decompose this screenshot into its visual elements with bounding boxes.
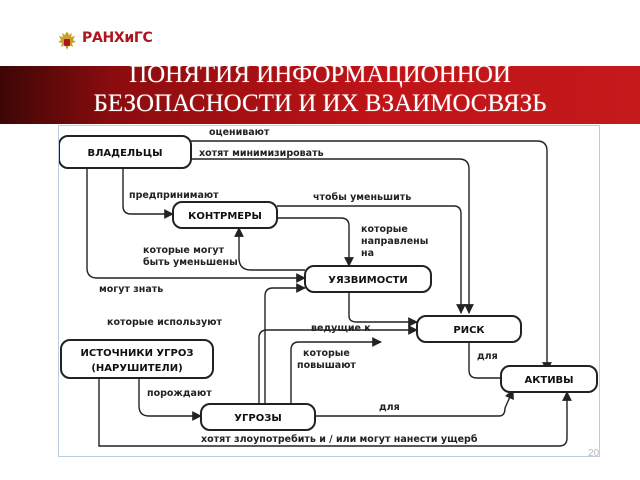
- node-assets-label: АКТИВЫ: [524, 375, 573, 386]
- page-title-line-1: ПОНЯТИЯ ИНФОРМАЦИОННОЙ: [129, 61, 511, 88]
- node-threat-sources: ИСТОЧНИКИ УГРОЗ (НАРУШИТЕЛИ): [60, 339, 214, 379]
- node-threats: УГРОЗЫ: [200, 403, 316, 431]
- label-minimize: хотят минимизировать: [199, 148, 324, 159]
- edge-threats-exploit-vulnerabilities: [264, 283, 306, 426]
- edge-vulnerabilities-risk: [348, 290, 418, 327]
- edge-risk-for-assets: [468, 341, 514, 383]
- logo-text: РАНХиГС: [82, 30, 153, 46]
- title-band: [0, 66, 640, 124]
- label-directed-3: на: [361, 248, 374, 259]
- label-for-risk: для: [477, 351, 498, 362]
- edge-owners-know-vulnerabilities: [86, 168, 306, 283]
- edge-lead-to-risk: [258, 325, 418, 416]
- edge-sources-abuse-assets: [98, 378, 572, 447]
- security-concepts-diagram: ВЛАДЕЛЬЦЫ КОНТРМЕРЫ УЯЗВИМОСТИ РИСК ИСТО…: [59, 127, 598, 447]
- label-directed-2: направлены: [361, 236, 428, 247]
- label-may-know: могут знать: [99, 284, 163, 295]
- edge-vulnerabilities-reduced-countermeasures: [234, 227, 305, 271]
- page-number: 20: [588, 448, 600, 459]
- ranepa-logo: РАНХиГС: [56, 30, 166, 60]
- node-countermeasures: КОНТРМЕРЫ: [172, 201, 278, 229]
- node-threat-sources-label-1: ИСТОЧНИКИ УГРОЗ: [81, 348, 194, 359]
- edge-threats-for-assets: [315, 389, 514, 417]
- node-owners: ВЛАДЕЛЬЦЫ: [59, 135, 192, 169]
- edge-countermeasures-reduce-risk: [277, 205, 466, 314]
- node-vulnerabilities-label: УЯЗВИМОСТИ: [328, 275, 408, 286]
- node-threat-sources-label-2: (НАРУШИТЕЛИ): [91, 363, 182, 374]
- label-for-threats: для: [379, 402, 400, 413]
- label-abuse: хотят злоупотребить и / или могут нанест…: [201, 434, 478, 445]
- node-assets: АКТИВЫ: [500, 365, 598, 393]
- diagram-frame: ВЛАДЕЛЬЦЫ КОНТРМЕРЫ УЯЗВИМОСТИ РИСК ИСТО…: [58, 125, 600, 457]
- label-reducible-1: которые могут: [143, 245, 225, 256]
- label-undertake: предпринимают: [129, 190, 219, 201]
- edge-owners-undertake-countermeasures: [122, 168, 174, 219]
- double-headed-eagle-emblem-icon: [58, 32, 76, 50]
- label-exploit: которые используют: [107, 317, 222, 328]
- page-title-line-2: БЕЗОПАСНОСТИ И ИХ ВЗАИМОСВЯЗЬ: [93, 90, 547, 117]
- node-vulnerabilities: УЯЗВИМОСТИ: [304, 265, 432, 293]
- edge-owners-minimize-risk: [191, 158, 474, 314]
- diagram-edge-labels: оценивают хотят минимизировать предприни…: [99, 127, 498, 445]
- node-countermeasures-label: КОНТРМЕРЫ: [188, 211, 262, 222]
- label-to-reduce: чтобы уменьшить: [313, 192, 411, 203]
- node-risk: РИСК: [416, 315, 522, 343]
- edge-sources-generate-threats: [138, 378, 202, 421]
- edge-threats-increase-risk: [290, 337, 382, 406]
- node-owners-label: ВЛАДЕЛЬЦЫ: [88, 148, 163, 159]
- label-reducible-2: быть уменьшены: [143, 257, 238, 268]
- node-risk-label: РИСК: [453, 325, 485, 336]
- node-threats-label: УГРОЗЫ: [234, 413, 281, 424]
- diagram-edges: [86, 140, 572, 447]
- label-increase-1: которые: [303, 348, 350, 359]
- label-directed-1: которые: [361, 224, 408, 235]
- page-title: ПОНЯТИЯ ИНФОРМАЦИОННОЙ БЕЗОПАСНОСТИ И ИХ…: [0, 60, 640, 118]
- label-generate: порождают: [147, 388, 212, 399]
- label-increase-2: повышают: [297, 360, 356, 371]
- edge-countermeasures-directed-vulnerabilities: [277, 217, 354, 267]
- edge-owners-value-assets: [191, 140, 552, 372]
- label-lead-to: ведущие к: [311, 323, 371, 334]
- label-value: оценивают: [209, 127, 270, 138]
